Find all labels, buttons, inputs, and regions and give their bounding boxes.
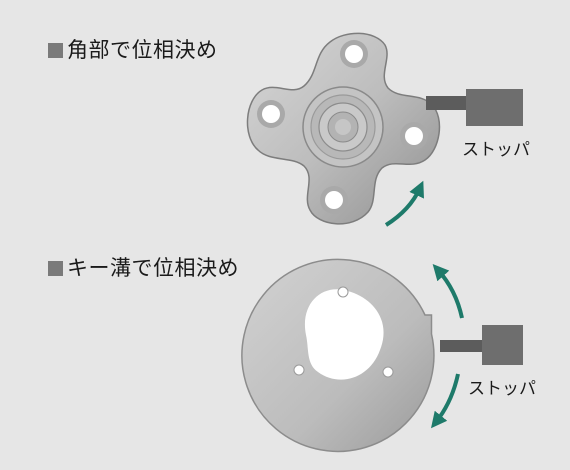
center-boss bbox=[302, 86, 384, 168]
stopper-block bbox=[426, 89, 523, 126]
pin-hole bbox=[382, 366, 394, 378]
rotation-arrow-icon bbox=[431, 373, 460, 429]
bolt-hole bbox=[257, 100, 285, 128]
four-lobe-flange bbox=[246, 32, 441, 225]
section-title-corner: 角部で位相決め bbox=[48, 34, 218, 64]
pin-hole bbox=[293, 364, 305, 376]
pin-hole bbox=[337, 286, 349, 298]
rotation-arrow-icon bbox=[384, 180, 424, 227]
stopper-label: ストッパ bbox=[462, 140, 530, 160]
section-title-text: 角部で位相決め bbox=[67, 38, 218, 62]
section-title-keyway: キー溝で位相決め bbox=[48, 252, 239, 282]
keyway-disc bbox=[241, 258, 435, 453]
stopper-block bbox=[440, 325, 523, 365]
bolt-hole bbox=[340, 40, 368, 68]
stopper-label: ストッパ bbox=[468, 379, 536, 399]
bolt-hole bbox=[400, 122, 428, 150]
square-bullet-icon bbox=[48, 261, 63, 276]
section-title-text: キー溝で位相決め bbox=[67, 256, 239, 280]
center-bore bbox=[304, 289, 384, 380]
square-bullet-icon bbox=[48, 43, 63, 58]
rotation-arrow-icon bbox=[432, 264, 464, 319]
bolt-hole bbox=[320, 186, 348, 214]
